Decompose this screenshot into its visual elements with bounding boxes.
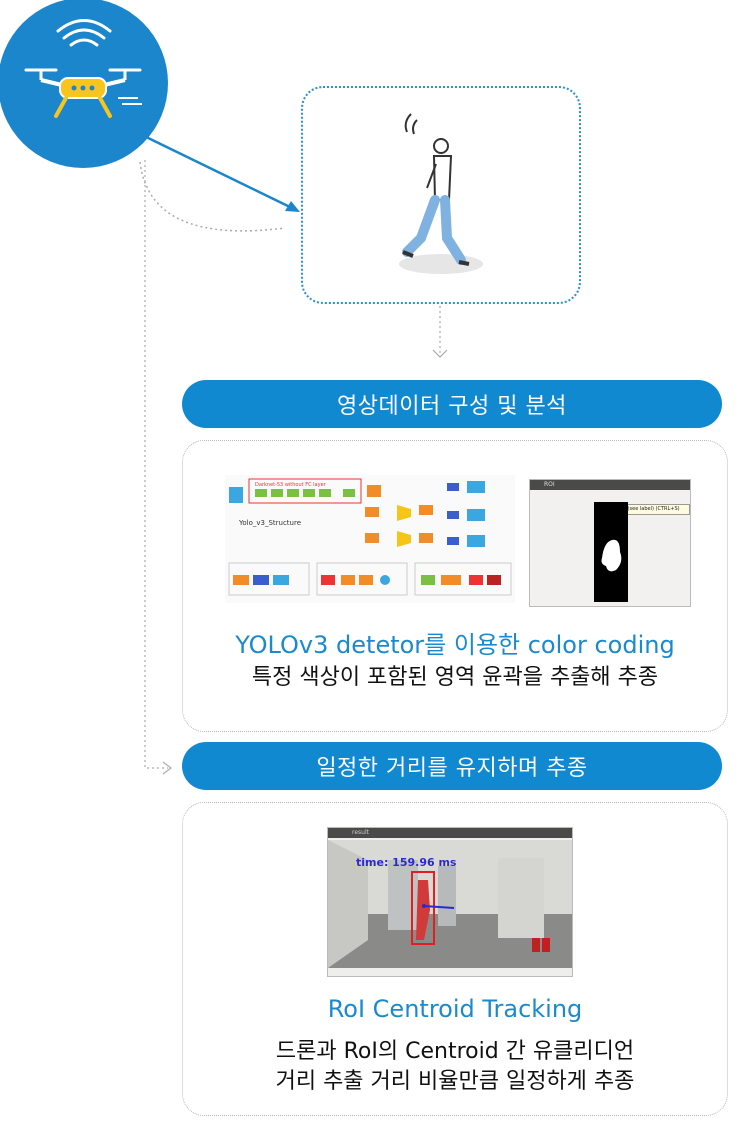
step-tracking-text: 일정한 거리를 유지하며 추종 bbox=[316, 756, 588, 781]
roi-window-title: ROI bbox=[544, 481, 555, 488]
result-window-title: result bbox=[352, 829, 369, 836]
step-analysis-text: 영상데이터 구성 및 분석 bbox=[337, 394, 567, 419]
drone-icon bbox=[24, 19, 142, 118]
yolo-structure-figure: Darknet-53 without FC layer Yolo_v3_Stru… bbox=[225, 475, 515, 603]
roi-tooltip-text: Score a20 (see label) (CTRL+S) bbox=[601, 506, 680, 512]
tracking-description-line2: 거리 추출 거리 비율만큼 일정하게 추종 bbox=[275, 1069, 635, 1094]
result-window-titlebar: result bbox=[328, 828, 572, 838]
target-person-box bbox=[301, 86, 581, 304]
tracking-heading: RoI Centroid Tracking bbox=[327, 995, 583, 1023]
roi-window-titlebar: ROI bbox=[530, 480, 690, 490]
step-tracking-label: 일정한 거리를 유지하며 추종 bbox=[182, 742, 722, 790]
color-coding-heading: YOLOv3 detetor를 이용한 color coding bbox=[235, 631, 675, 659]
yolo-figure-title: Yolo_v3_Structure bbox=[238, 519, 301, 527]
color-coding-description: 특정 색상이 포함된 영역 윤곽을 추출해 추종 bbox=[251, 665, 659, 690]
centroid-tracking-card: result time: 159.96 ms RoI Centroid Trac… bbox=[182, 802, 728, 1116]
darknet-label: Darknet-53 without FC layer bbox=[255, 482, 327, 488]
step-analysis-label: 영상데이터 구성 및 분석 bbox=[182, 380, 722, 428]
drone-badge bbox=[0, 0, 168, 168]
roi-mask bbox=[594, 502, 628, 602]
corridor-frame: time: 159.96 ms bbox=[328, 840, 572, 968]
walking-person-icon bbox=[399, 113, 483, 274]
tracking-time-overlay: time: 159.96 ms bbox=[356, 856, 457, 869]
tracking-result-screenshot: result time: 159.96 ms bbox=[327, 827, 573, 977]
color-coding-card: Darknet-53 without FC layer Yolo_v3_Stru… bbox=[182, 440, 728, 732]
roi-window-screenshot: ROI Score a20 (see label) (CTRL+S) bbox=[529, 479, 691, 607]
tracking-description-line1: 드론과 RoI의 Centroid 간 유클리디언 bbox=[275, 1039, 635, 1064]
